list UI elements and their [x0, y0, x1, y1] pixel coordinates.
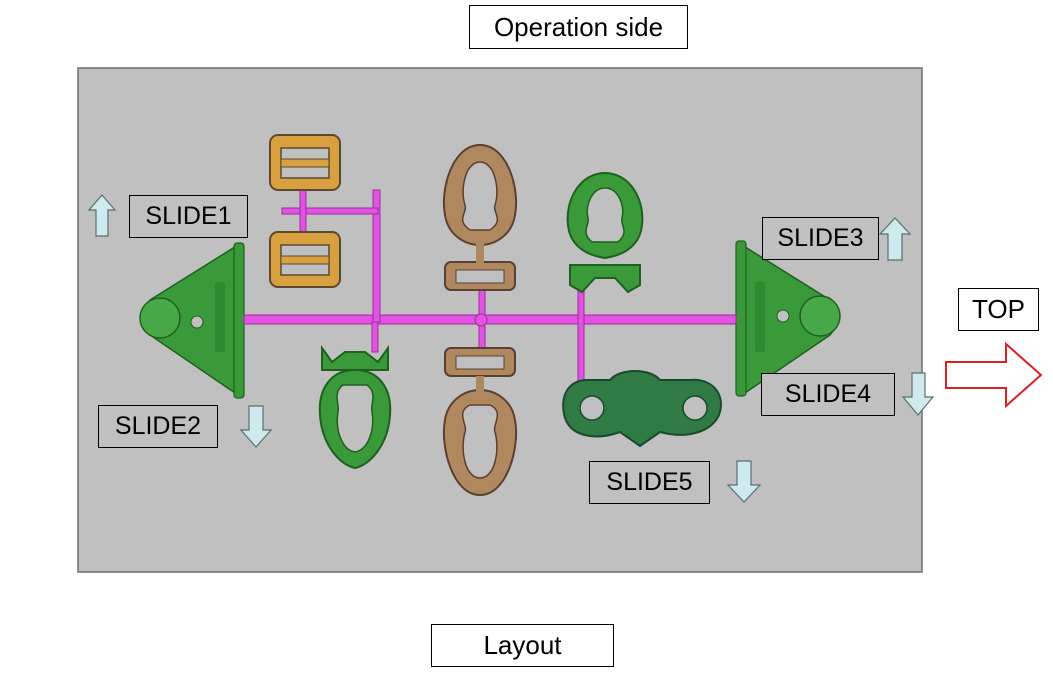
operation-side-label: Operation side	[469, 5, 688, 49]
slide1-label: SLIDE1	[129, 195, 248, 238]
left-bracket-part	[139, 242, 245, 399]
right-bracket-part	[735, 240, 841, 397]
green-clip-upper	[566, 171, 644, 294]
dark-green-strap-part	[562, 370, 722, 448]
gold-buckle-bottom	[269, 231, 341, 288]
slide5-arrow-down-icon	[726, 460, 762, 503]
slide5-label: SLIDE5	[589, 461, 710, 504]
slide1-arrow-up-icon	[87, 194, 117, 237]
brown-carabiner-lower	[442, 347, 518, 497]
top-arrow-right-outline-icon	[945, 341, 1043, 409]
layout-label: Layout	[431, 624, 614, 667]
green-clip-lower	[318, 344, 392, 470]
top-label: TOP	[958, 288, 1039, 331]
slide2-label: SLIDE2	[98, 405, 218, 448]
slide4-label: SLIDE4	[761, 373, 895, 416]
slide2-arrow-down-icon	[239, 405, 273, 448]
slide3-arrow-up-icon	[878, 217, 912, 261]
brown-carabiner-upper	[442, 143, 518, 291]
slide4-arrow-down-icon	[901, 372, 935, 416]
gold-buckle-top	[269, 134, 341, 191]
slide3-label: SLIDE3	[762, 217, 879, 260]
